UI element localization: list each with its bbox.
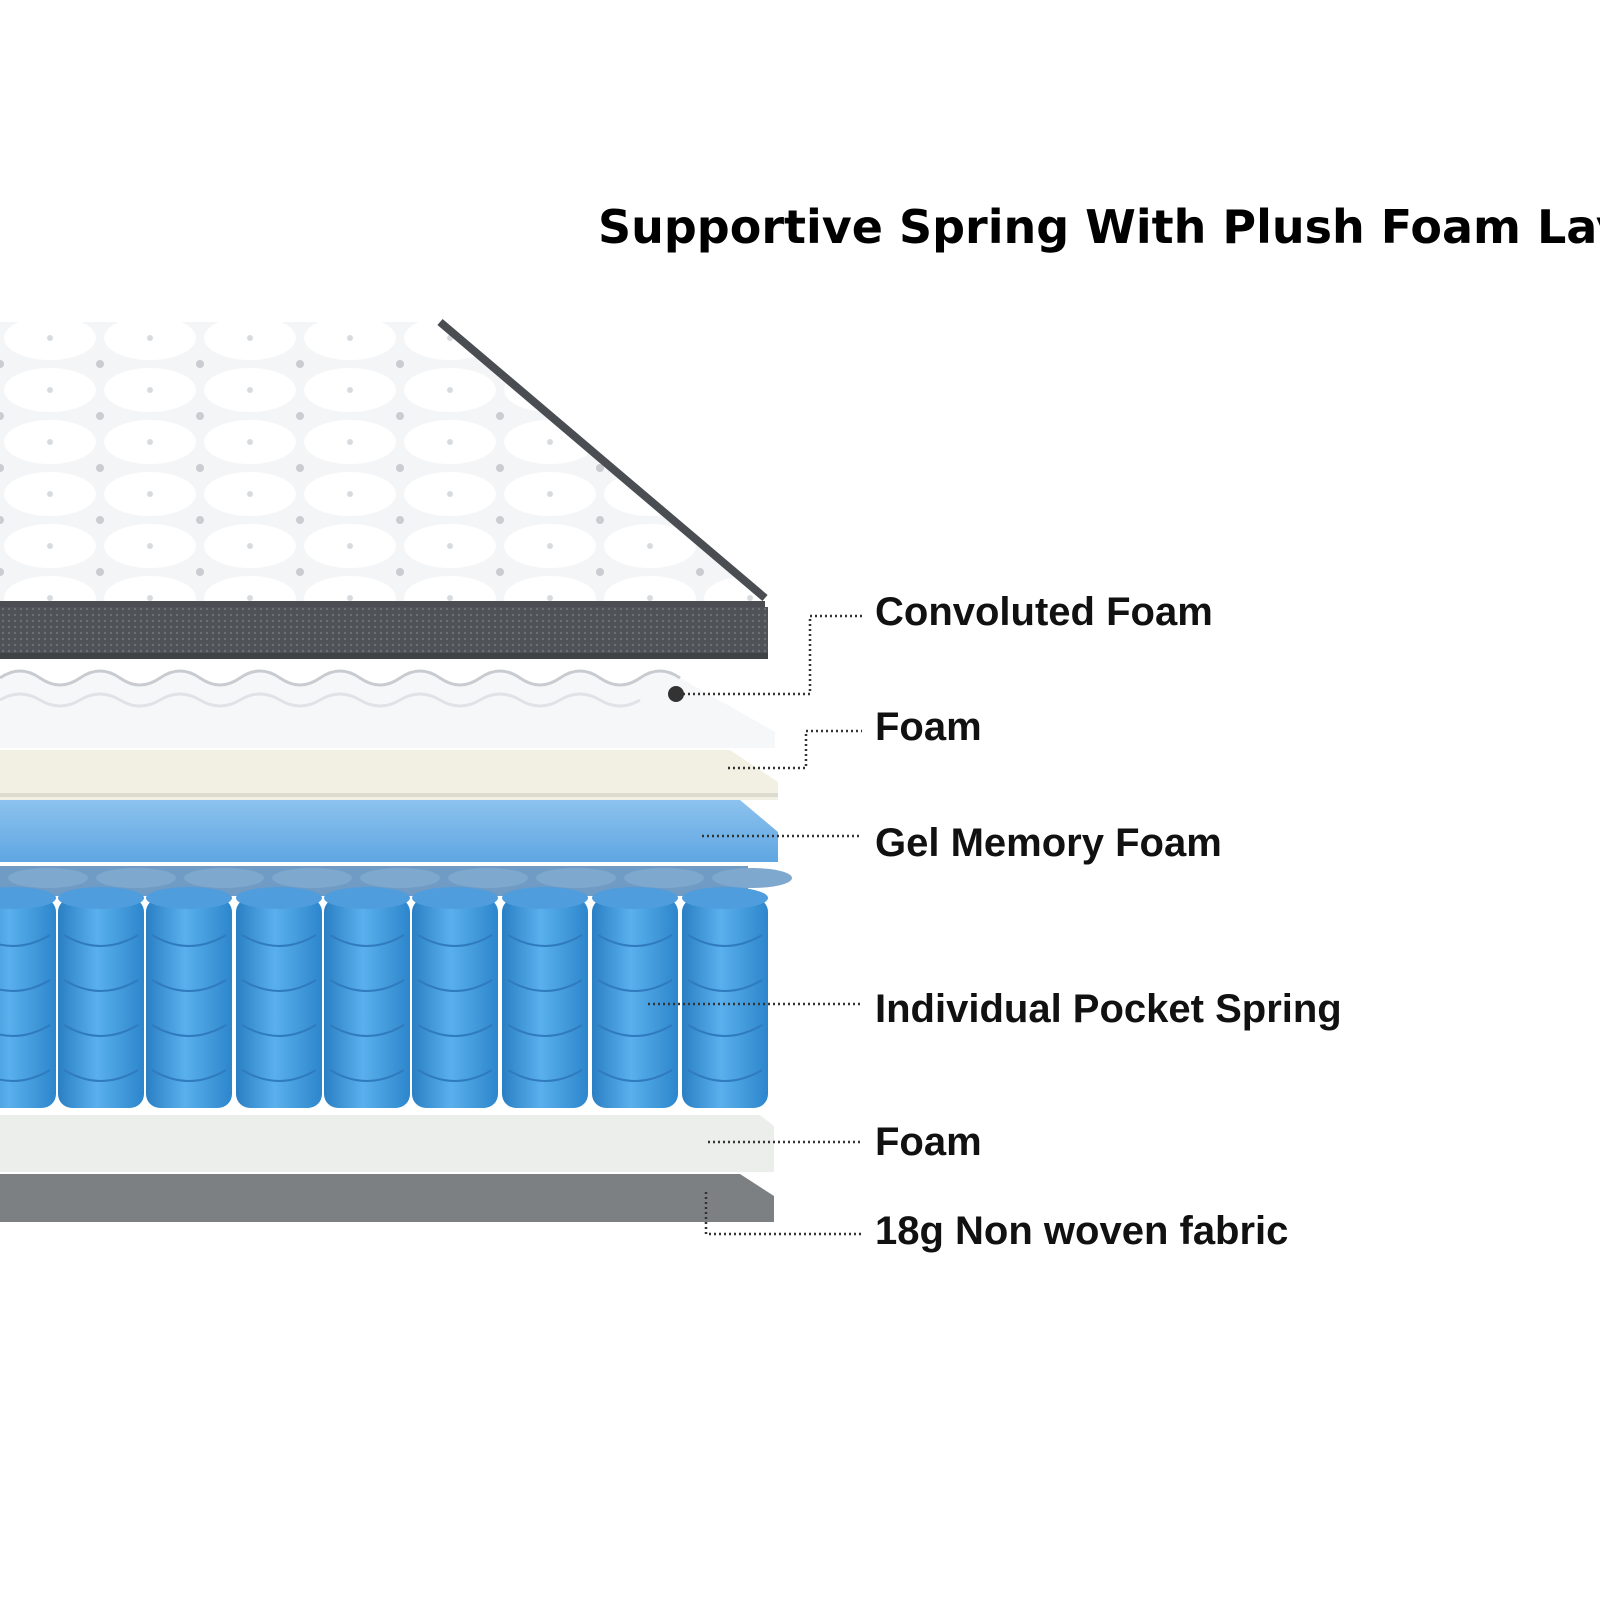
spring-coil bbox=[592, 887, 678, 1108]
spring-coil bbox=[502, 887, 588, 1108]
non-woven-fabric-layer bbox=[0, 1174, 774, 1222]
leader-lines bbox=[648, 614, 862, 1236]
label-convoluted-foam: Convoluted Foam bbox=[875, 590, 1213, 634]
spring-coil bbox=[0, 887, 56, 1108]
spring-coil bbox=[146, 887, 232, 1108]
gel-memory-foam-layer bbox=[0, 800, 778, 862]
spring-coil bbox=[682, 887, 768, 1108]
spring-coil-back bbox=[712, 868, 792, 888]
label-gel-memory-foam: Gel Memory Foam bbox=[875, 821, 1222, 865]
spring-coil-back bbox=[360, 868, 440, 888]
spring-coil bbox=[412, 887, 498, 1108]
mesh-border bbox=[0, 607, 768, 655]
label-pocket-spring: Individual Pocket Spring bbox=[875, 987, 1342, 1031]
spring-coil-back bbox=[96, 868, 176, 888]
diagram-title: Supportive Spring With Plush Foam Layer bbox=[598, 200, 1600, 254]
spring-coil-back bbox=[272, 868, 352, 888]
spring-coil bbox=[236, 887, 322, 1108]
spring-coil-back bbox=[8, 868, 88, 888]
quilted-top bbox=[0, 318, 768, 659]
pocket-spring-layer bbox=[0, 866, 792, 1108]
spring-coil-back bbox=[624, 868, 704, 888]
spring-coil-back bbox=[184, 868, 264, 888]
label-foam-top: Foam bbox=[875, 705, 982, 749]
leader-line-non-woven-fabric bbox=[704, 1192, 862, 1236]
label-foam-bottom: Foam bbox=[875, 1120, 982, 1164]
spring-coil bbox=[58, 887, 144, 1108]
foam-layer-top bbox=[0, 750, 778, 800]
spring-coil-back bbox=[448, 868, 528, 888]
convoluted-foam-layer bbox=[0, 669, 775, 748]
leader-dot bbox=[668, 686, 684, 702]
spring-coil-back bbox=[536, 868, 616, 888]
label-non-woven-fabric: 18g Non woven fabric bbox=[875, 1209, 1289, 1253]
spring-coil bbox=[324, 887, 410, 1108]
foam-layer-bottom bbox=[0, 1115, 774, 1172]
leader-line-convoluted-foam bbox=[678, 614, 862, 696]
leader-line-foam-top bbox=[728, 729, 862, 770]
